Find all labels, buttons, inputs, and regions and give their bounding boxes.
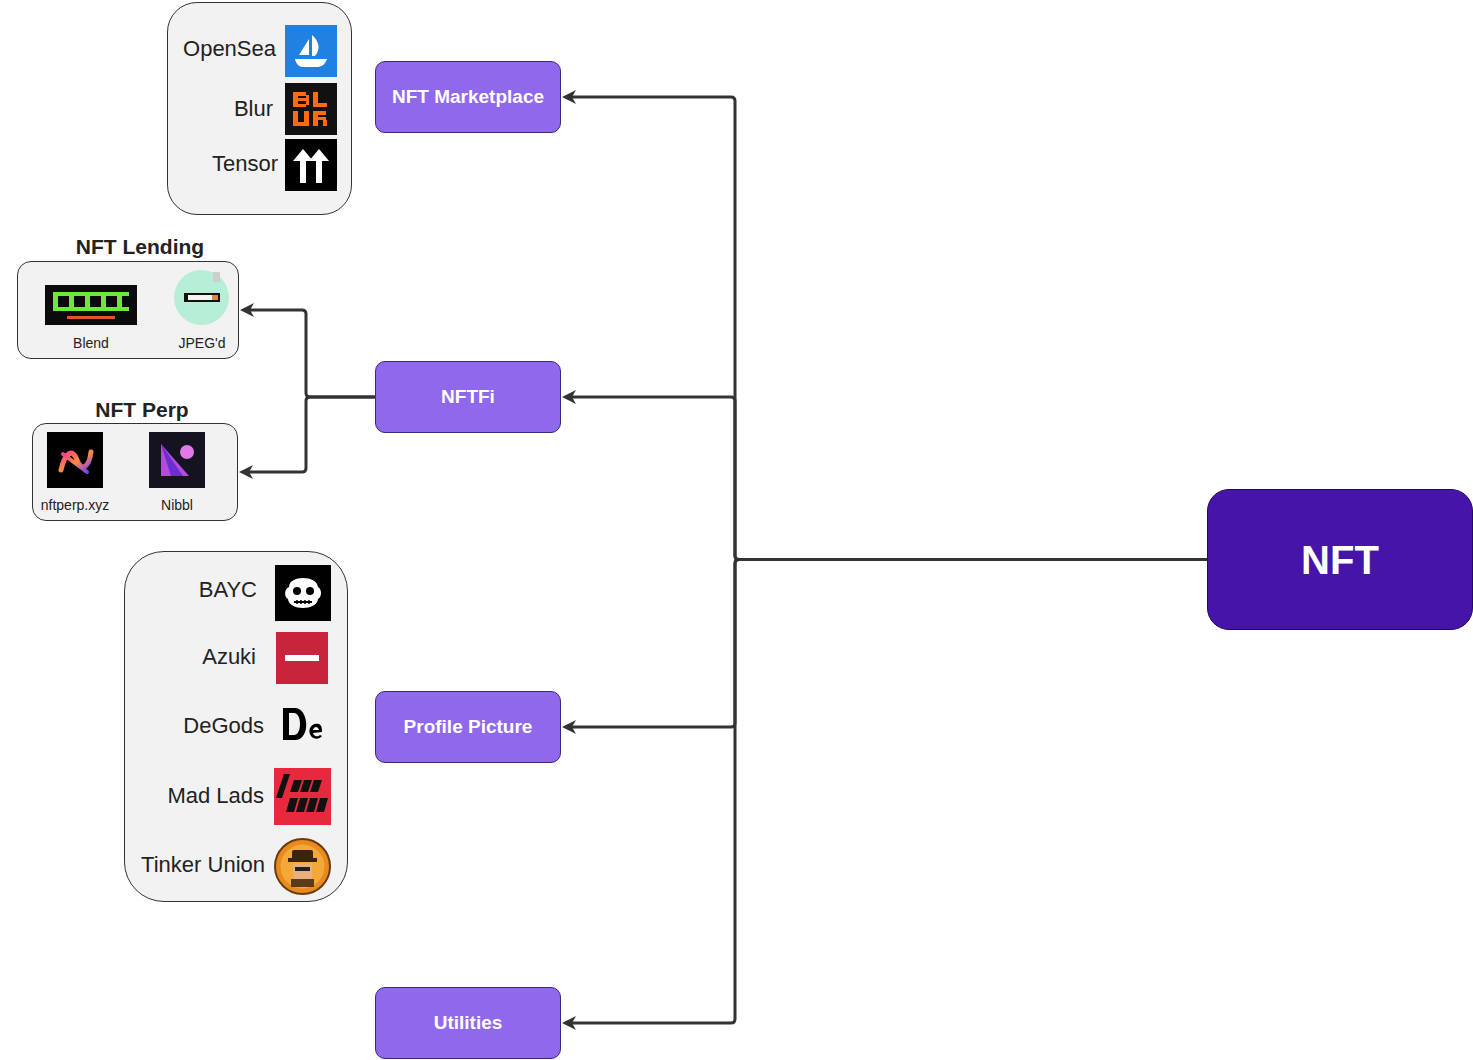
connector — [572, 97, 1207, 560]
azuki-logo — [276, 632, 328, 684]
pfp-group: BAYC AzukiDeGodsMad LadsTinker Union — [124, 551, 348, 902]
arrow-head — [562, 90, 576, 104]
lending-group: NFT LendingBlendJPEG'd — [17, 261, 239, 359]
box-label: NFT Marketplace — [392, 86, 544, 108]
item-label: Mad Lads — [167, 783, 264, 808]
nibbl-logo — [149, 432, 205, 488]
blur-logo — [285, 83, 337, 135]
box-label: Utilities — [434, 1012, 503, 1034]
root-box: NFT — [1207, 489, 1473, 630]
item-label: JPEG'd — [178, 335, 225, 351]
opensea-logo — [285, 25, 337, 77]
tinker-logo — [274, 838, 331, 895]
marketplace-group: OpenSeaBlurTensor — [167, 2, 352, 215]
box-label: NFT — [1301, 537, 1379, 583]
item-label: nftperp.xyz — [41, 497, 109, 513]
tensor-logo — [285, 139, 337, 191]
category-box: NFT Marketplace — [375, 61, 561, 133]
connector — [572, 560, 1207, 728]
item-label: Nibbl — [161, 497, 193, 513]
group-heading: NFT Perp — [95, 398, 188, 422]
connector — [572, 560, 1207, 1024]
category-box: NFTFi — [375, 361, 561, 433]
item-label: Azuki — [202, 644, 256, 669]
arrow-head — [239, 465, 253, 479]
arrow-head — [562, 1016, 576, 1030]
item-label: OpenSea — [183, 36, 276, 61]
arrow-head — [562, 720, 576, 734]
item-label: Blur — [234, 96, 273, 121]
degods-logo — [281, 704, 325, 744]
item-label: Tensor — [212, 151, 278, 176]
category-box: Profile Picture — [375, 691, 561, 763]
group-heading: NFT Lending — [76, 235, 204, 259]
item-label: Blend — [73, 335, 109, 351]
nftperp-logo — [47, 432, 103, 488]
jpeg-logo — [174, 270, 229, 325]
box-label: Profile Picture — [404, 716, 533, 738]
bayc-logo — [275, 565, 331, 621]
madlads-logo — [274, 768, 331, 825]
perp-group: NFT Perpnftperp.xyzNibbl — [32, 423, 238, 521]
arrow-head — [240, 303, 254, 317]
box-label: NFTFi — [441, 386, 495, 408]
item-label: DeGods — [183, 713, 264, 738]
connector — [250, 310, 375, 397]
connector — [249, 397, 375, 472]
item-label: Tinker Union — [141, 852, 265, 877]
category-box: Utilities — [375, 987, 561, 1059]
connector — [572, 397, 1207, 560]
item-label: BAYC — [199, 577, 257, 602]
blend-logo — [45, 285, 137, 325]
arrow-head — [562, 390, 576, 404]
